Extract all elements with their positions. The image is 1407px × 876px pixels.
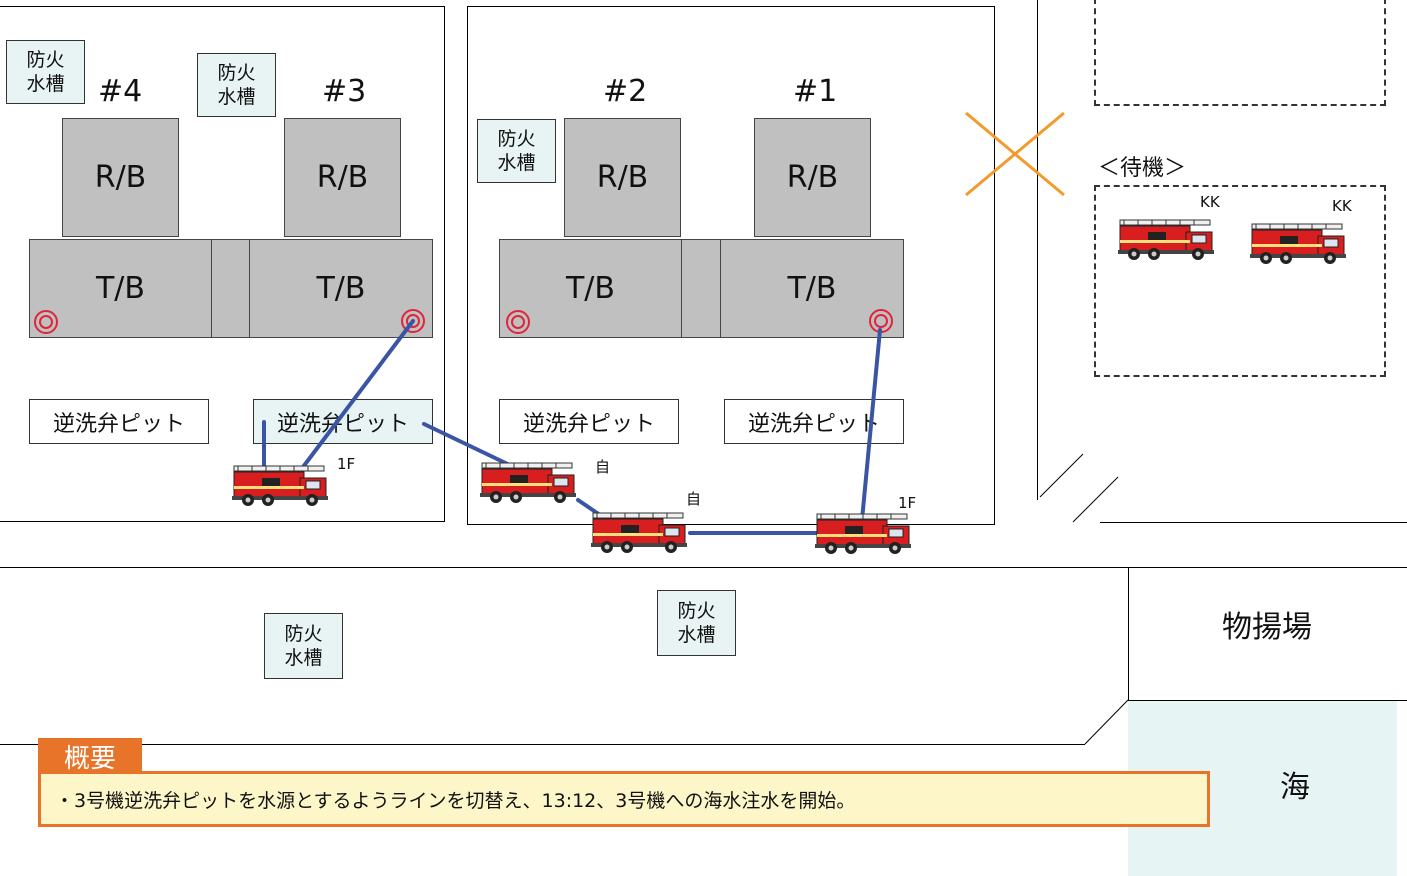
tank-label-line1: 防火 [497,128,536,150]
unit-label-4: #4 [98,74,143,109]
upper-area-dashed [1094,0,1386,106]
road-edge [1072,476,1119,523]
building-label: R/B [316,160,369,195]
fire-truck-icon [1249,223,1347,265]
summary-tab: 概要 [38,738,142,774]
cargo-yard-border [1128,700,1407,701]
hose-line [262,319,882,535]
cargo-yard-border [1128,567,1129,700]
building-label: T/B [95,271,145,306]
tank-label-line2: 水槽 [26,73,65,95]
site-units-1-2 [467,6,995,525]
water-outlet-icon [34,310,58,334]
fire-truck-icon [814,513,912,555]
turbine-building-1: T/B [720,239,904,338]
turbine-building-4: T/B [29,239,212,338]
tank-label-line2: 水槽 [217,86,256,108]
turbine-building-link-3-4 [211,239,250,338]
tank-label-line1: 防火 [677,600,716,622]
unit-label-1: #1 [793,74,838,109]
tank-label-line1: 防火 [26,49,65,71]
road-edge [0,567,1407,568]
unit-label-3: #3 [322,74,367,109]
cargo-yard-label: 物揚場 [1222,610,1312,645]
building-label: T/B [316,271,366,306]
road-edge [1039,453,1084,498]
tank-label-line1: 防火 [217,62,256,84]
fire-water-tank: 防火 水槽 [6,40,85,104]
sea-label: 海 [1280,770,1310,805]
tank-label-line2: 水槽 [284,647,323,669]
site-units-3-4 [0,6,445,522]
standby-area-dashed [1094,185,1386,377]
backwash-valve-pit-2: 逆洗弁ピット [499,399,679,444]
fire-truck-icon [479,462,577,504]
road-edge [1100,522,1407,523]
backwash-valve-pit-3: 逆洗弁ピット [253,399,433,444]
fire-water-tank: 防火 水槽 [264,613,343,679]
road-edge [1037,0,1038,500]
reactor-building-1: R/B [754,118,871,237]
truck-label: 自 [595,458,611,476]
truck-label: 1F [898,494,917,512]
truck-label: 1F [337,455,356,473]
unit-label-2: #2 [603,74,648,109]
fire-water-tank: 防火 水槽 [197,53,276,117]
tank-label-line2: 水槽 [677,624,716,646]
truck-label: 自 [686,490,702,508]
blocked-road-x-icon [965,111,1065,197]
reactor-building-2: R/B [564,118,681,237]
reactor-building-3: R/B [284,118,401,237]
backwash-valve-pit-4: 逆洗弁ピット [29,399,209,444]
truck-label: KK [1332,197,1352,215]
fire-water-tank: 防火 水槽 [477,119,556,183]
tank-label-line2: 水槽 [497,152,536,174]
building-label: T/B [565,271,615,306]
fire-water-tank: 防火 水槽 [657,590,736,656]
road-edge [1084,699,1129,745]
tank-label-line1: 防火 [284,623,323,645]
building-label: R/B [786,160,839,195]
fire-truck-icon [1117,219,1215,261]
road-edge [0,744,1085,745]
building-label: R/B [596,160,649,195]
standby-title: ＜待機＞ [1098,156,1187,181]
fire-truck-icon [231,465,329,507]
water-outlet-icon [506,310,530,334]
building-label: T/B [787,271,837,306]
building-label: R/B [94,160,147,195]
summary-text: ・3号機逆洗弁ピットを水源とするようラインを切替え、13:12、3号機への海水注… [38,771,1210,827]
truck-label: KK [1200,193,1220,211]
reactor-building-4: R/B [62,118,179,237]
fire-truck-icon [590,512,688,554]
